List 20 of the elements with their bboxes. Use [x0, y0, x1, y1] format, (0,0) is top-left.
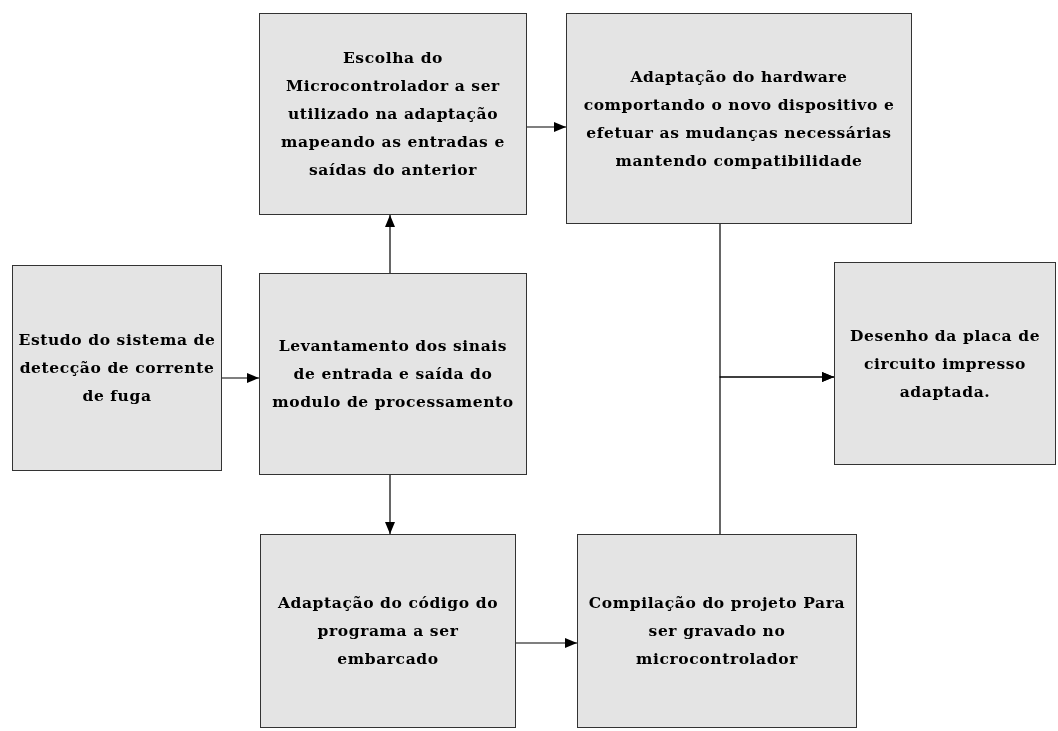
process-box: [259, 273, 527, 475]
arrow: [385, 214, 395, 274]
box-label: Compilação do projeto Para ser gravado no microcontrolador: [587, 592, 847, 670]
arrow: [221, 373, 260, 383]
box-label: Levantamento dos sinais de entrada e saída do modulo de processamento: [271, 335, 515, 413]
arrow: [515, 638, 578, 648]
process-box: [12, 265, 222, 471]
box-label: Adaptação do hardware comportando o novo dispositivo e efetuar as mudanças necessárias mantendo compatibilidade: [582, 65, 896, 172]
arrow: [526, 122, 567, 132]
box-label: Estudo do sistema de detecção de corrente de fuga: [17, 329, 217, 407]
arrow: [719, 372, 835, 535]
arrow: [385, 474, 395, 535]
process-box: [566, 13, 912, 224]
box-label: Adaptação do código do programa a ser embarcado: [276, 592, 500, 670]
process-box: [260, 534, 516, 728]
process-box: [834, 262, 1056, 465]
box-label: Escolha do Microcontrolador a ser utilizado na adaptação mapeando as entradas e saídas do anterior: [280, 47, 506, 181]
process-box: [259, 13, 527, 215]
process-box: [577, 534, 857, 728]
box-label: Desenho da placa de circuito impresso adaptada.: [848, 324, 1042, 403]
